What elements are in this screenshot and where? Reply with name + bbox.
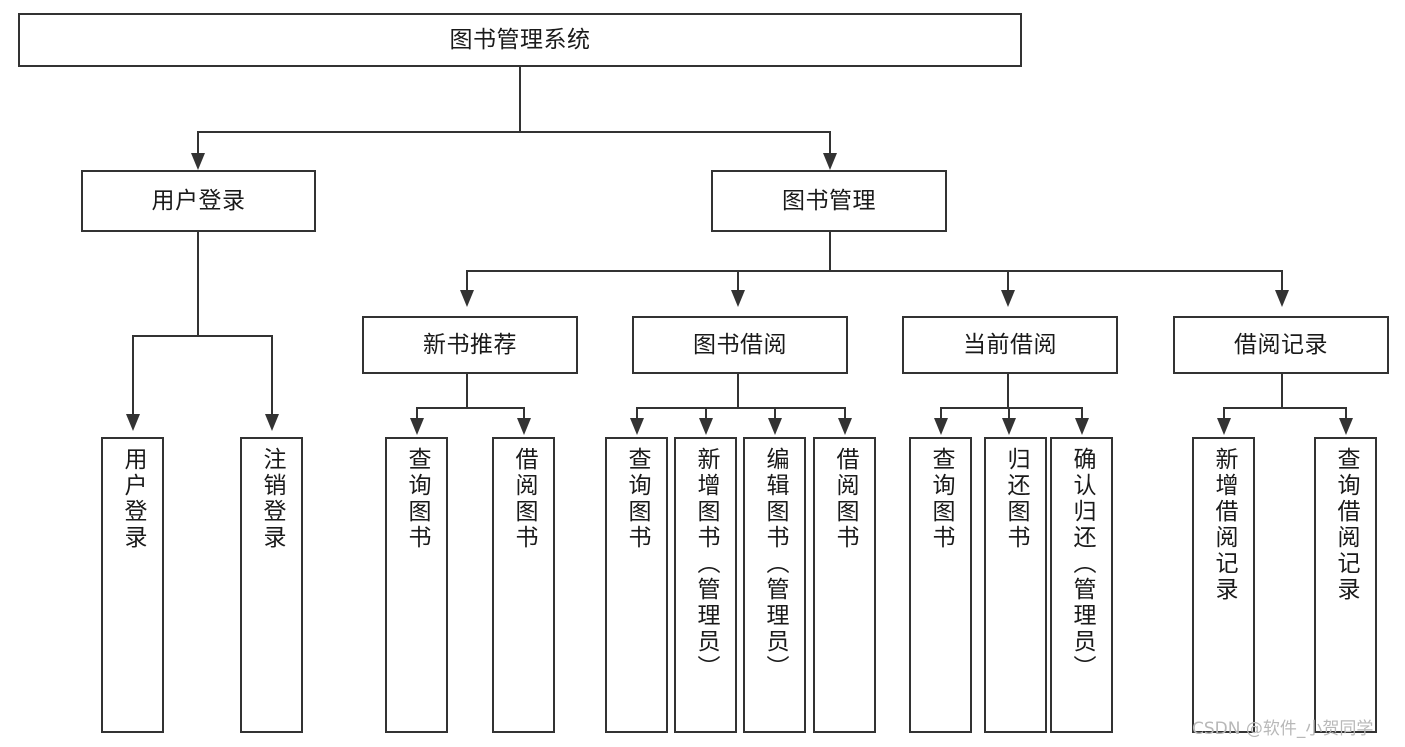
arrow-leaf-user-login — [126, 414, 140, 431]
leaf-node-user-login[interactable]: 用户登录 — [101, 437, 164, 733]
edge-user-login-right — [271, 335, 273, 420]
leaf-node-query-book-borrow[interactable]: 查询图书 — [605, 437, 668, 733]
edge-new-book-l2 — [523, 407, 525, 422]
node-label: 编辑图书（管理员） — [762, 447, 788, 681]
edge-current-borrow-l1 — [940, 407, 942, 422]
edge-current-borrow-l3 — [1081, 407, 1083, 422]
node-label: 借阅图书 — [832, 447, 858, 551]
edge-to-book-borrow — [737, 270, 739, 295]
edge-to-borrow-record — [1281, 270, 1283, 295]
arrow-leaf-logout-login — [265, 414, 279, 431]
arrow-leaf-borrow-book-2 — [838, 418, 852, 435]
edge-current-borrow-l2 — [1008, 407, 1010, 422]
edge-book-borrow-bus — [637, 407, 846, 409]
arrow-to-user-login — [191, 153, 205, 170]
edge-book-borrow-l3 — [774, 407, 776, 422]
leaf-node-confirm-return-admin[interactable]: 确认归还（管理员） — [1050, 437, 1113, 733]
edge-level2-bus — [198, 131, 831, 133]
node-user-login[interactable]: 用户登录 — [81, 170, 316, 232]
node-label: 注销登录 — [259, 447, 285, 551]
edge-book-borrow-l4 — [844, 407, 846, 422]
edge-current-borrow-stem — [1007, 374, 1009, 408]
edge-book-borrow-stem — [737, 374, 739, 408]
leaf-node-add-book-admin[interactable]: 新增图书（管理员） — [674, 437, 737, 733]
leaf-node-borrow-book-recommend[interactable]: 借阅图书 — [492, 437, 555, 733]
node-label: 归还图书 — [1003, 447, 1029, 551]
node-label: 借阅记录 — [1234, 331, 1328, 358]
arrow-to-book-borrow — [731, 290, 745, 307]
edge-borrow-record-l1 — [1223, 407, 1225, 422]
arrow-to-current-borrow — [1001, 290, 1015, 307]
edge-borrow-record-l2 — [1345, 407, 1347, 422]
edge-user-login-stem — [197, 232, 199, 336]
arrow-leaf-add-record — [1217, 418, 1231, 435]
node-label: 查询借阅记录 — [1333, 447, 1359, 603]
node-label: 图书管理 — [782, 187, 876, 214]
edge-to-new-book-recommend — [466, 270, 468, 295]
edge-book-borrow-l1 — [636, 407, 638, 422]
node-label: 新增借阅记录 — [1211, 447, 1237, 603]
leaf-node-query-book-recommend[interactable]: 查询图书 — [385, 437, 448, 733]
arrow-to-borrow-record — [1275, 290, 1289, 307]
node-root-book-management-system[interactable]: 图书管理系统 — [18, 13, 1022, 67]
leaf-node-logout-login[interactable]: 注销登录 — [240, 437, 303, 733]
arrow-leaf-query-record — [1339, 418, 1353, 435]
edge-borrow-record-stem — [1281, 374, 1283, 408]
arrow-leaf-return-book — [1002, 418, 1016, 435]
node-book-management[interactable]: 图书管理 — [711, 170, 947, 232]
node-label: 图书借阅 — [693, 331, 787, 358]
node-label: 新增图书（管理员） — [693, 447, 719, 681]
arrow-to-book-manage — [823, 153, 837, 170]
csdn-watermark: CSDN @软件_小贺同学 — [1192, 719, 1374, 739]
edge-book-manage-stem — [829, 232, 831, 272]
node-book-borrow[interactable]: 图书借阅 — [632, 316, 848, 374]
leaf-node-add-borrow-record[interactable]: 新增借阅记录 — [1192, 437, 1255, 733]
edge-current-borrow-bus — [941, 407, 1083, 409]
node-borrow-record[interactable]: 借阅记录 — [1173, 316, 1389, 374]
node-label: 确认归还（管理员） — [1069, 447, 1095, 681]
node-label: 图书管理系统 — [449, 26, 591, 53]
node-label: 当前借阅 — [963, 331, 1057, 358]
edge-new-book-bus — [417, 407, 525, 409]
edge-root-stem — [519, 67, 521, 132]
arrow-leaf-edit-book — [768, 418, 782, 435]
arrow-to-new-book-recommend — [460, 290, 474, 307]
arrow-leaf-query-book-3 — [934, 418, 948, 435]
node-label: 新书推荐 — [423, 331, 517, 358]
leaf-node-query-borrow-record[interactable]: 查询借阅记录 — [1314, 437, 1377, 733]
arrow-leaf-borrow-book-1 — [517, 418, 531, 435]
edge-new-book-l1 — [416, 407, 418, 422]
leaf-node-return-book[interactable]: 归还图书 — [984, 437, 1047, 733]
leaf-node-query-book-current[interactable]: 查询图书 — [909, 437, 972, 733]
node-new-book-recommend[interactable]: 新书推荐 — [362, 316, 578, 374]
node-current-borrow[interactable]: 当前借阅 — [902, 316, 1118, 374]
leaf-node-edit-book-admin[interactable]: 编辑图书（管理员） — [743, 437, 806, 733]
node-label: 借阅图书 — [511, 447, 537, 551]
edge-to-book-manage — [829, 131, 831, 159]
leaf-node-borrow-book[interactable]: 借阅图书 — [813, 437, 876, 733]
edge-to-current-borrow — [1007, 270, 1009, 295]
edge-user-login-left — [132, 335, 134, 420]
edge-book-borrow-l2 — [705, 407, 707, 422]
edge-level3-bus — [467, 270, 1282, 272]
arrow-leaf-add-book — [699, 418, 713, 435]
arrow-leaf-query-book-2 — [630, 418, 644, 435]
edge-borrow-record-bus — [1224, 407, 1347, 409]
arrow-leaf-query-book-1 — [410, 418, 424, 435]
edge-to-user-login — [197, 131, 199, 159]
node-label: 用户登录 — [120, 447, 146, 551]
node-label: 查询图书 — [928, 447, 954, 551]
arrow-leaf-confirm-return — [1075, 418, 1089, 435]
edge-user-login-bus — [133, 335, 273, 337]
node-label: 查询图书 — [624, 447, 650, 551]
edge-new-book-stem — [466, 374, 468, 408]
node-label: 查询图书 — [404, 447, 430, 551]
node-label: 用户登录 — [151, 187, 246, 214]
